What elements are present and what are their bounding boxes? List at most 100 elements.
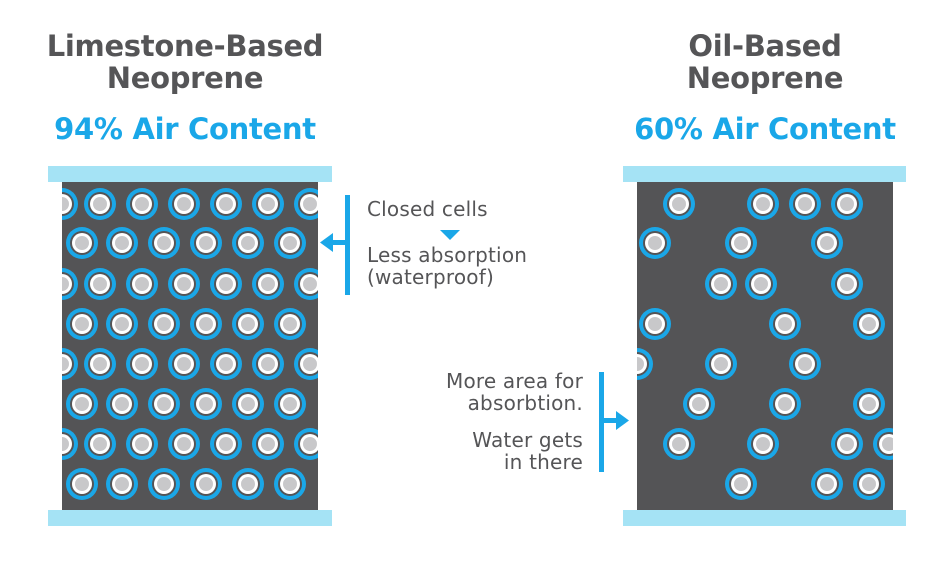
air-cell <box>853 468 885 500</box>
water-gets-line2: in there <box>503 450 583 474</box>
oil-top-cap <box>623 166 906 182</box>
air-cell <box>106 388 138 420</box>
air-cell <box>168 188 200 220</box>
air-cell <box>769 308 801 340</box>
air-cell <box>294 348 318 380</box>
air-cell <box>168 268 200 300</box>
less-absorption-line1: Less absorption <box>367 243 528 267</box>
air-cell <box>747 188 779 220</box>
closed-cells-arrow-head <box>320 233 333 252</box>
air-cell <box>725 468 757 500</box>
oil-panel <box>637 182 893 510</box>
air-cell <box>252 188 284 220</box>
limestone-title-line2: Neoprene <box>106 61 264 95</box>
air-cell <box>148 468 180 500</box>
air-cell <box>789 348 821 380</box>
air-cell <box>210 348 242 380</box>
air-cell <box>274 308 306 340</box>
air-cell <box>831 428 863 460</box>
air-cell <box>62 268 78 300</box>
air-cell <box>106 227 138 259</box>
air-cell <box>811 468 843 500</box>
air-cell <box>66 388 98 420</box>
air-cell <box>106 308 138 340</box>
limestone-air-content: 94% Air Content <box>54 112 316 146</box>
air-cell <box>705 268 737 300</box>
closed-cells-bracket <box>345 195 350 295</box>
air-cell <box>84 428 116 460</box>
air-cell <box>274 468 306 500</box>
air-cell <box>84 188 116 220</box>
oil-title-line1: Oil-Based <box>688 29 842 63</box>
limestone-title-line1: Limestone-Based <box>46 29 324 63</box>
air-cell <box>873 428 893 460</box>
air-cell <box>769 388 801 420</box>
air-cell <box>66 227 98 259</box>
air-cell <box>190 308 222 340</box>
air-cell <box>252 428 284 460</box>
air-cell <box>210 268 242 300</box>
air-cell <box>294 268 318 300</box>
less-absorption-line2: (waterproof) <box>367 265 494 289</box>
air-cell <box>84 348 116 380</box>
limestone-title: Limestone-Based Neoprene <box>30 30 340 94</box>
air-cell <box>168 428 200 460</box>
air-cell <box>252 268 284 300</box>
air-cell <box>168 348 200 380</box>
air-cell <box>663 188 695 220</box>
air-cell <box>148 388 180 420</box>
limestone-top-cap <box>48 166 332 182</box>
air-cell <box>126 428 158 460</box>
absorption-bracket <box>599 372 604 472</box>
air-cell <box>294 188 318 220</box>
air-cell <box>210 188 242 220</box>
closed-cells-arrow-shaft <box>331 240 348 245</box>
air-cell <box>232 227 264 259</box>
air-cell <box>274 388 306 420</box>
water-gets-label: Water gets in there <box>380 429 583 473</box>
air-cell <box>126 348 158 380</box>
air-cell <box>62 348 78 380</box>
absorption-arrow-shaft <box>602 418 619 423</box>
air-cell <box>831 268 863 300</box>
air-cell <box>232 468 264 500</box>
air-cell <box>274 227 306 259</box>
air-cell <box>853 308 885 340</box>
air-cell <box>747 428 779 460</box>
air-cell <box>232 308 264 340</box>
air-cell <box>66 468 98 500</box>
oil-title: Oil-Based Neoprene <box>610 30 920 94</box>
limestone-cells <box>62 188 318 500</box>
more-area-line2: absorbtion. <box>467 391 583 415</box>
air-cell <box>745 268 777 300</box>
air-cell <box>84 268 116 300</box>
air-cell <box>62 428 78 460</box>
oil-cells <box>637 188 893 500</box>
air-cell <box>190 468 222 500</box>
oil-title-line2: Neoprene <box>686 61 844 95</box>
oil-air-content: 60% Air Content <box>634 112 896 146</box>
air-cell <box>126 188 158 220</box>
down-triangle-icon <box>440 230 460 240</box>
air-cell <box>62 188 78 220</box>
oil-bottom-cap <box>623 510 906 526</box>
air-cell <box>148 308 180 340</box>
more-area-line1: More area for <box>446 369 583 393</box>
limestone-bottom-cap <box>48 510 332 526</box>
air-cell <box>126 268 158 300</box>
air-cell <box>190 227 222 259</box>
air-cell <box>725 227 757 259</box>
air-cell <box>811 227 843 259</box>
air-cell <box>252 348 284 380</box>
limestone-panel <box>62 182 318 510</box>
air-cell <box>705 348 737 380</box>
air-cell <box>106 468 138 500</box>
air-cell <box>789 188 821 220</box>
air-cell <box>190 388 222 420</box>
air-cell <box>663 428 695 460</box>
absorption-arrow-head <box>616 411 629 430</box>
air-cell <box>294 428 318 460</box>
air-cell <box>210 428 242 460</box>
air-cell <box>831 188 863 220</box>
air-cell <box>639 308 671 340</box>
